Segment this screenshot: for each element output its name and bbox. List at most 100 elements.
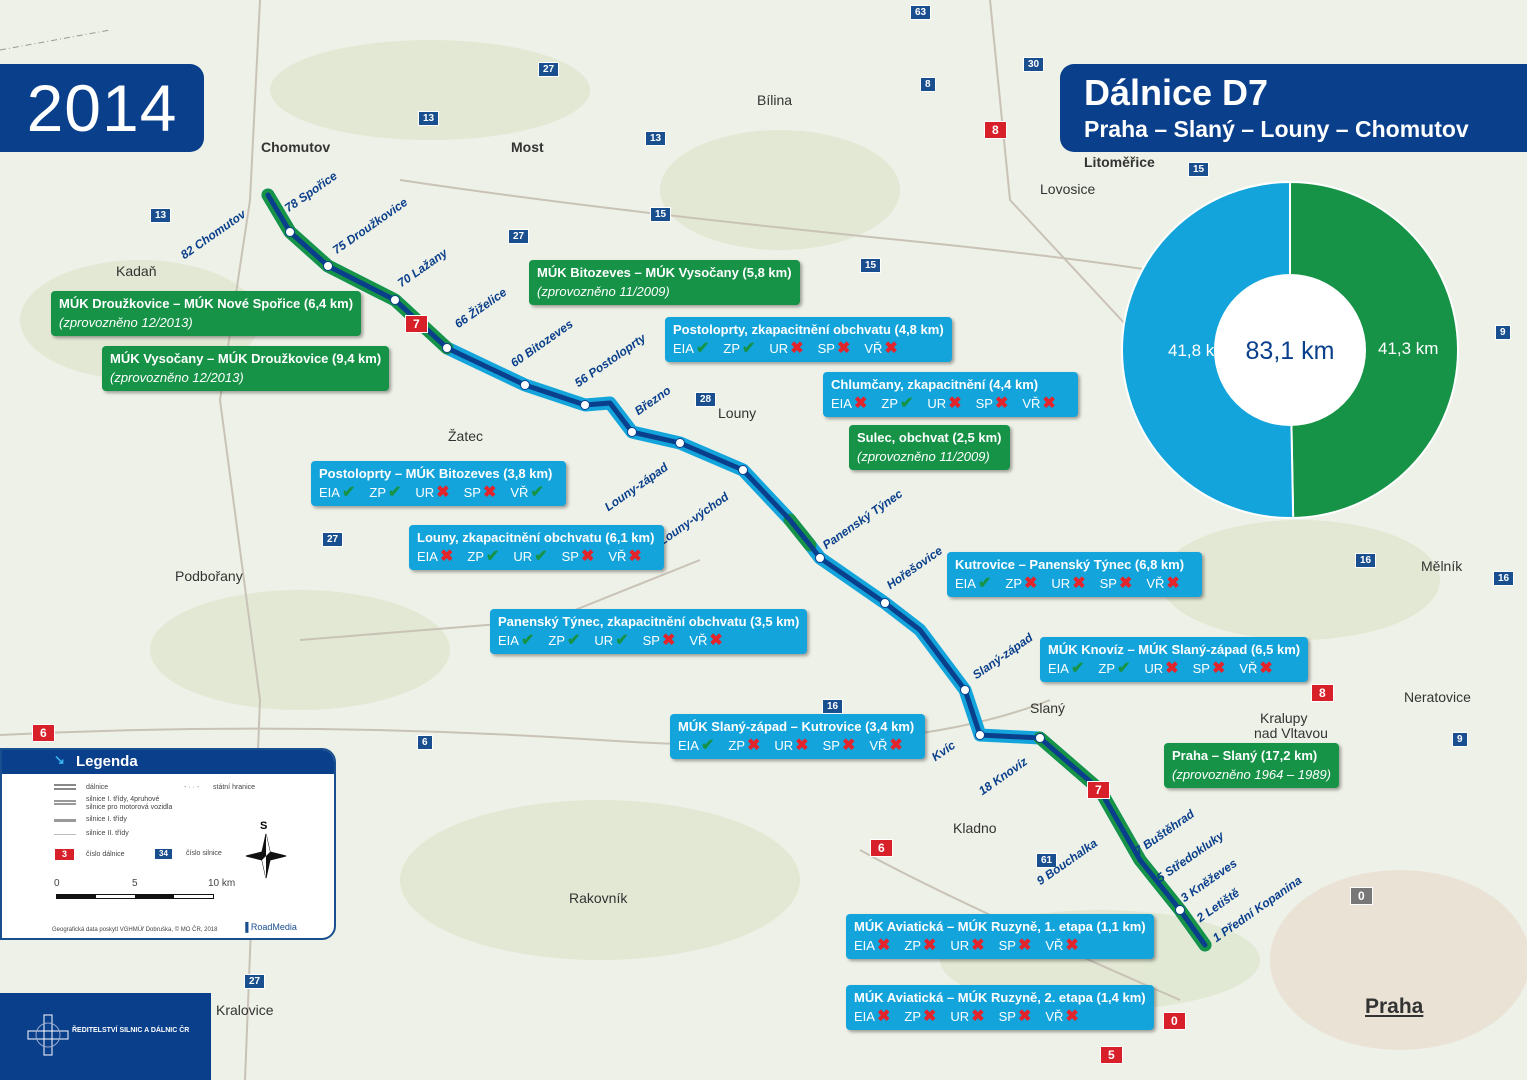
status-label: SP [998,1009,1016,1024]
section-open-box[interactable]: Sulec, obchvat (2,5 km) (zprovozněno 11/2… [849,425,1010,470]
status-vř: VŘ✖ [869,736,902,755]
road-number-badge: 27 [244,974,266,989]
section-open-box[interactable]: MÚK Bitozeves – MÚK Vysočany (5,8 km)(zp… [529,260,800,305]
status-eia: EIA✔ [1048,659,1084,678]
road-number-badge: 16 [1493,571,1515,586]
section-title: Sulec, obchvat (2,5 km) [857,430,1002,445]
status-eia: EIA✖ [854,1007,890,1026]
status-label: SP [561,549,579,564]
status-vř: VŘ✖ [1045,936,1078,955]
status-label: SP [817,341,835,356]
rsd-logo: ŘEDITELSTVÍ SILNIC A DÁLNIC ČR [0,993,211,1080]
cross-icon: ✖ [994,395,1009,412]
town-label: Litoměřice [1084,154,1155,170]
status-label: VŘ [864,341,883,356]
road-number-badge: 9 [1495,325,1511,340]
interchange-node[interactable] [975,730,985,740]
data-credit: Geografická data poskytl VGHMÚř Dobruška… [52,927,218,933]
cross-icon: ✖ [1065,937,1079,954]
interchange-node[interactable] [390,295,400,305]
motorway-number-badge: 7 [405,315,428,333]
interchange-node[interactable] [880,598,890,608]
town-label: Chomutov [261,139,331,155]
section-planned-box[interactable]: Postoloprty – MÚK Bitozeves (3,8 km)EIA✔… [311,461,566,506]
section-planned-box[interactable]: MÚK Knovíz – MÚK Slaný-západ (6,5 km)EIA… [1040,637,1309,682]
donut-slice-planned [1121,180,1295,519]
status-ur: UR✔ [513,547,547,566]
interchange-node[interactable] [960,685,970,695]
status-zp: ZP✔ [723,339,755,358]
donut-value-planned: 41,8 km [1168,341,1228,360]
section-planned-box[interactable]: MÚK Slaný-západ – Kutrovice (3,4 km)EIA✔… [670,714,925,759]
section-title: MÚK Aviatická – MÚK Ruzyně, 1. etapa (1,… [854,919,1146,934]
status-sp: SP✖ [464,483,497,502]
section-planned-box[interactable]: Chlumčany, zkapacitnění (4,4 km)EIA✖ZP✔U… [823,372,1078,417]
section-opened-note: (zprovozněno 11/2009) [857,449,990,464]
section-planned-box[interactable]: MÚK Aviatická – MÚK Ruzyně, 2. etapa (1,… [846,985,1154,1030]
status-ur: UR✖ [769,339,803,358]
section-open-box[interactable]: Praha – Slaný (17,2 km)(zprovozněno 1964… [1164,743,1340,788]
road-number-badge: 15 [860,258,882,273]
publisher-name: RoadMedia [250,922,297,932]
cross-icon: ✖ [836,340,851,357]
interchange-node[interactable] [1175,905,1185,915]
interchange-node[interactable] [627,427,637,437]
section-title: Chlumčany, zkapacitnění (4,4 km) [831,377,1039,392]
status-label: VŘ [1022,396,1041,411]
interchange-node[interactable] [815,553,825,563]
cross-icon: ✖ [1017,1008,1032,1025]
status-zp: ZP✖ [1005,574,1037,593]
donut-slice-open [1289,180,1459,519]
status-label: VŘ [869,738,888,753]
cross-icon: ✖ [923,937,937,954]
road-number-badge: 13 [645,131,667,146]
status-zp: ZP✖ [904,936,936,955]
status-row: EIA✔ZP✔UR✖SP✖VŘ✖ [673,339,944,358]
section-planned-box[interactable]: MÚK Aviatická – MÚK Ruzyně, 1. etapa (1,… [846,914,1154,959]
section-planned-box[interactable]: Kutrovice – Panenský Týnec (6,8 km)EIA✔Z… [947,552,1202,597]
interchange-node[interactable] [285,227,295,237]
status-ur: UR✖ [415,483,449,502]
town-label: Podbořany [175,568,243,584]
interchange-node[interactable] [323,261,333,271]
status-label: EIA [319,485,340,500]
status-ur: UR✔ [594,631,628,650]
section-planned-box[interactable]: Louny, zkapacitnění obchvatu (6,1 km)EIA… [409,525,664,570]
north-label: S [260,820,268,832]
cross-icon: ✖ [795,737,809,754]
town-label: Rakovník [569,890,628,906]
status-label: UR [513,549,533,564]
motorway-number-badge: 5 [1100,1046,1123,1064]
section-open-box[interactable]: MÚK Droužkovice – MÚK Nové Spořice (6,4 … [51,291,362,336]
compass-icon [245,833,287,879]
cross-icon: ✖ [1166,575,1180,592]
status-label: VŘ [1146,576,1165,591]
section-planned-box[interactable]: Postoloprty, zkapacitnění obchvatu (4,8 … [665,317,952,362]
rsd-emblem-icon [27,1014,69,1056]
status-ur: UR✖ [1144,659,1178,678]
interchange-node[interactable] [580,400,590,410]
legend-item: silnice pro motorová vozidla [86,804,173,811]
legend-item: dálnice [86,784,109,791]
interchange-node[interactable] [520,380,530,390]
section-planned-box[interactable]: Panenský Týnec, zkapacitnění obchvatu (3… [490,609,808,654]
interchange-node[interactable] [1035,733,1045,743]
interchange-node[interactable] [738,465,748,475]
motorway-number-badge: 8 [1311,684,1334,702]
status-zp: ZP✔ [369,483,401,502]
legend-item: silnice I. třídy, 4pruhové [86,796,160,803]
scale-bar [56,894,214,899]
cross-icon: ✖ [747,737,761,754]
interchange-node[interactable] [442,343,452,353]
status-vř: VŘ✖ [1022,394,1055,413]
cross-icon: ✖ [923,1008,937,1025]
status-label: EIA [678,738,699,753]
interchange-node[interactable] [675,438,685,448]
scale-label: 5 [132,878,138,889]
check-icon: ✔ [530,484,544,501]
road-class1-symbol [54,819,76,822]
status-row: EIA✖ZP✔UR✖SP✖VŘ✖ [831,394,1070,413]
status-sp: SP✖ [562,547,595,566]
status-eia: EIA✔ [673,339,709,358]
section-open-box[interactable]: MÚK Vysočany – MÚK Droužkovice (9,4 km)(… [102,346,390,391]
